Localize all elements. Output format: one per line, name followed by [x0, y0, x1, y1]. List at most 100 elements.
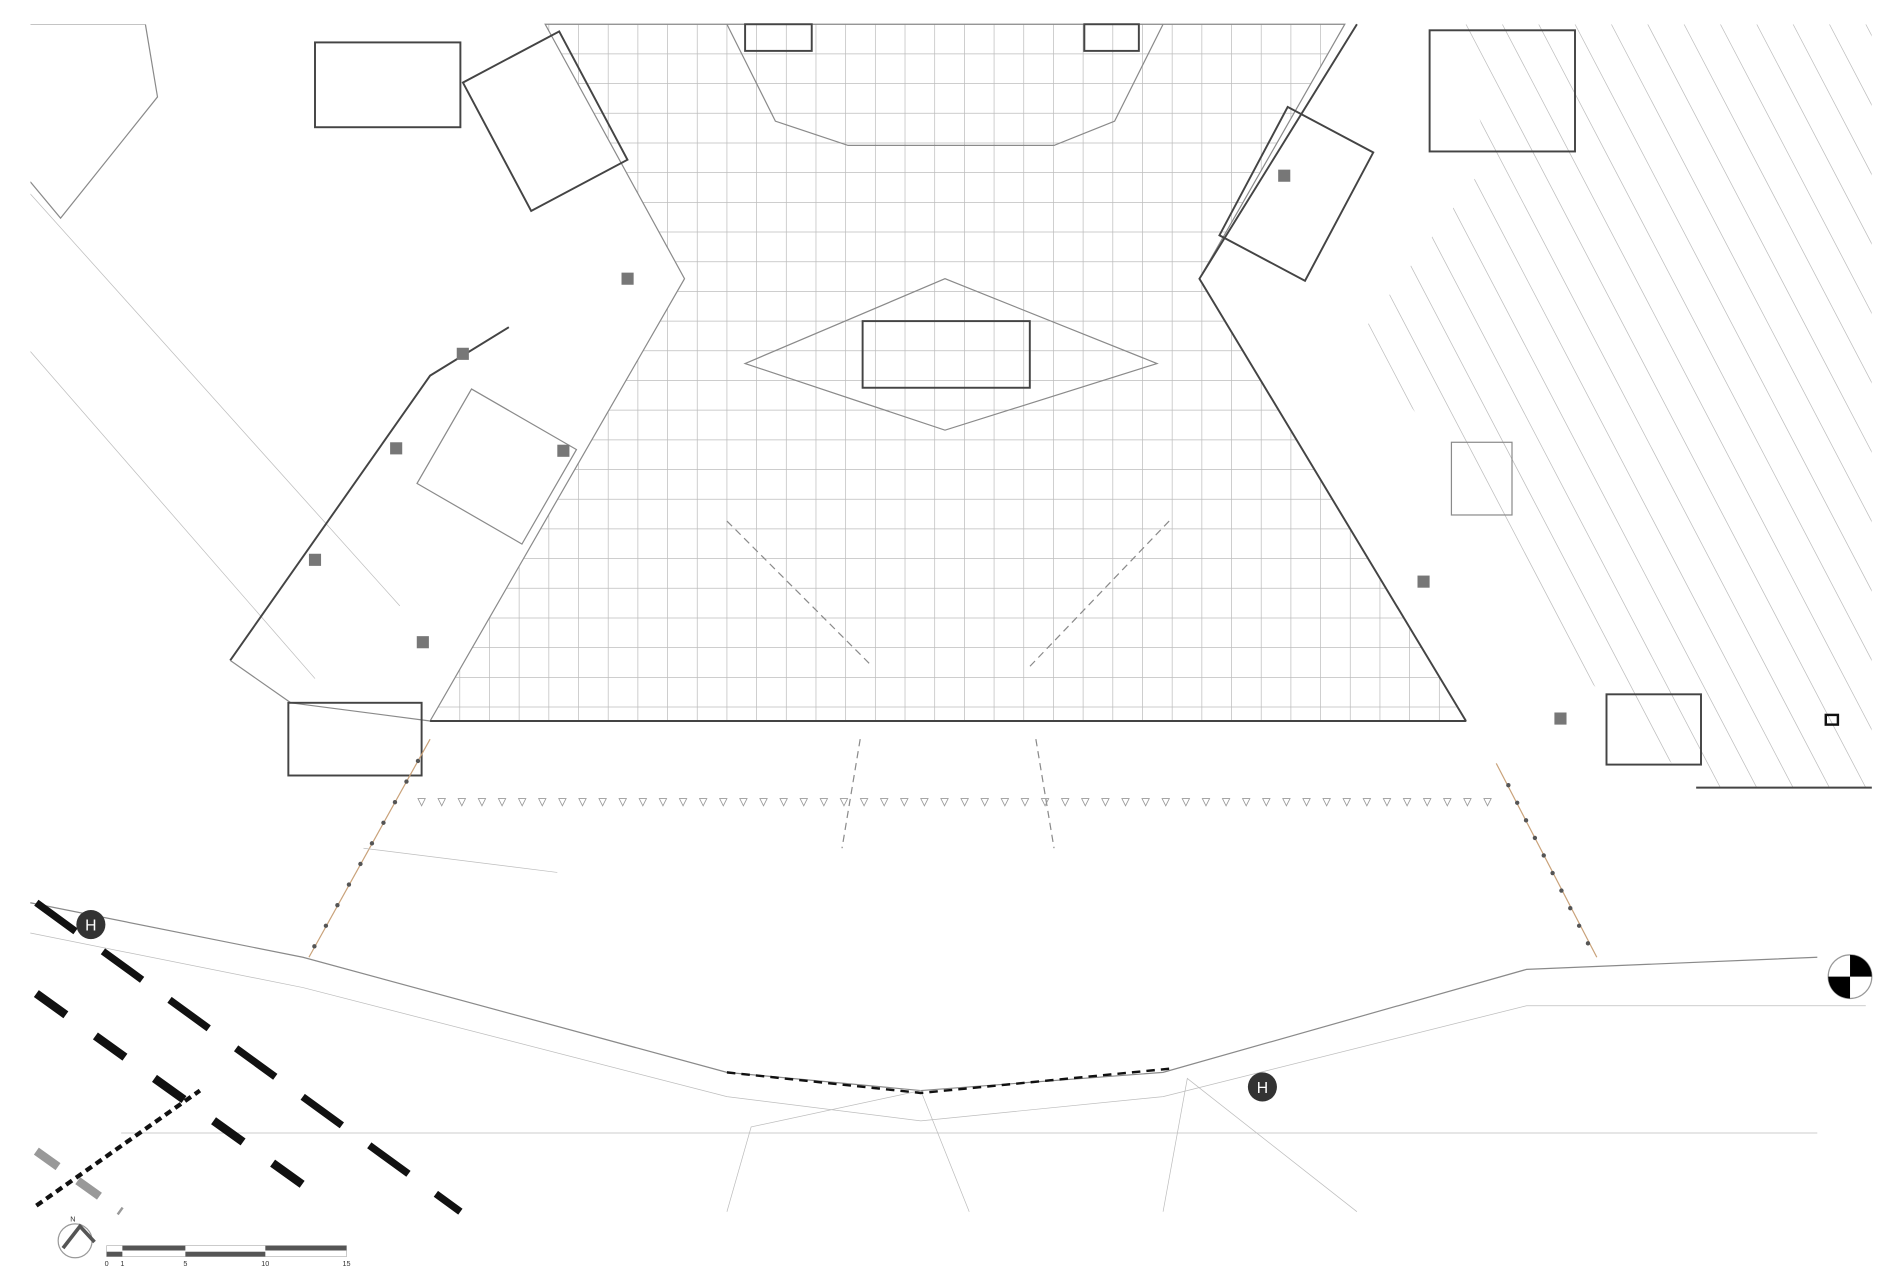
- bollard: [558, 798, 567, 807]
- bollard: [638, 798, 648, 807]
- column: [621, 272, 634, 285]
- plaza-paving-grid: [430, 24, 1466, 721]
- bollard: [1382, 798, 1392, 807]
- bollard: [1261, 798, 1271, 807]
- bollard: [1342, 798, 1352, 807]
- bollard: [598, 798, 607, 807]
- bollard: [497, 798, 507, 807]
- ramp-right: [1029, 520, 1170, 667]
- bollard: [1101, 798, 1110, 807]
- bollard: [879, 798, 889, 807]
- column: [1523, 818, 1529, 823]
- column: [415, 758, 421, 764]
- bollard: [980, 798, 990, 807]
- section-marker-1: H: [76, 910, 106, 940]
- column: [1541, 853, 1546, 858]
- bollard-row: [417, 798, 1492, 807]
- bollard: [1241, 798, 1251, 807]
- bollard: [578, 798, 587, 807]
- hatch-line: [1392, 24, 1794, 788]
- right-upper-core: [1428, 29, 1576, 153]
- column: [390, 442, 403, 455]
- left-stair: [287, 701, 423, 777]
- bollard: [1422, 798, 1432, 807]
- right-facade-wall: [1198, 23, 1467, 722]
- central-kiosk: [861, 320, 1031, 389]
- plaza-boundary: [429, 23, 1468, 722]
- bollard: [1000, 798, 1010, 807]
- bollard: [417, 798, 426, 807]
- scale-tick: 10: [261, 1259, 269, 1268]
- bollard: [618, 798, 628, 807]
- column: [1559, 888, 1564, 893]
- hatch-line: [1611, 24, 1872, 788]
- bollard: [1020, 798, 1030, 807]
- bollard: [1483, 798, 1492, 807]
- column: [1568, 906, 1573, 911]
- scale-tick: 1: [120, 1259, 124, 1268]
- central-kiosk-outline: [743, 278, 1159, 431]
- hatch-line: [1356, 24, 1649, 788]
- left-stair-core: [461, 30, 629, 213]
- bollard: [658, 798, 668, 807]
- column: [323, 923, 329, 928]
- scale-tick: 0: [105, 1259, 109, 1268]
- column: [381, 820, 386, 825]
- top-pavilions: [726, 23, 1164, 147]
- column: [346, 882, 352, 887]
- top-pavilion-right: [1083, 23, 1140, 52]
- ramp-lower-right: [1035, 739, 1055, 849]
- bollard: [899, 798, 909, 807]
- scale-tick: 15: [342, 1259, 350, 1268]
- screen-icon: [1824, 713, 1840, 726]
- bollard: [799, 798, 809, 807]
- right-stair: [1605, 693, 1702, 766]
- column: [335, 902, 340, 908]
- bollard: [1442, 798, 1452, 807]
- section-marker-label: H: [1257, 1080, 1268, 1097]
- column: [1532, 835, 1538, 841]
- hatch-line: [1720, 24, 1872, 788]
- bollard: [477, 798, 487, 807]
- right-room: [1218, 105, 1375, 283]
- column: [1515, 800, 1520, 805]
- bollard: [1302, 798, 1311, 807]
- hatch-line: [1574, 24, 1872, 788]
- column-line: [1495, 763, 1598, 958]
- scale-tick: 5: [183, 1259, 187, 1268]
- hatch-line: [1356, 24, 1758, 788]
- column: [392, 799, 398, 805]
- bollard: [940, 798, 949, 807]
- bollard: [1161, 798, 1171, 807]
- north-label: N: [70, 1214, 75, 1223]
- section-marker-2: H: [1247, 1072, 1277, 1102]
- column: [358, 861, 363, 867]
- left-upper-core: [314, 41, 462, 129]
- bollard: [960, 798, 969, 807]
- hatch-line: [1356, 24, 1685, 788]
- bollard: [1322, 798, 1331, 807]
- right-shaft: [1450, 441, 1513, 516]
- ramp-lower-left: [841, 739, 861, 849]
- hatch-line: [1865, 24, 1872, 788]
- hatch-line: [1647, 24, 1872, 788]
- top-pavilion-left: [744, 23, 813, 52]
- bollard: [779, 798, 788, 807]
- hatch-line: [1792, 24, 1872, 788]
- hatch-line: [1538, 24, 1872, 788]
- left-room: [416, 388, 578, 545]
- hatch-line: [1429, 24, 1830, 788]
- column: [1585, 941, 1591, 946]
- bollard: [457, 798, 467, 807]
- column: [1554, 712, 1567, 725]
- road-island: [726, 1090, 970, 1212]
- column: [1550, 870, 1555, 876]
- bollard: [1121, 798, 1130, 807]
- bollard: [537, 798, 547, 807]
- column: [1506, 783, 1511, 788]
- bollard: [718, 798, 728, 807]
- ramp-left: [726, 520, 873, 667]
- column: [557, 444, 570, 457]
- hatch-line: [1829, 24, 1872, 788]
